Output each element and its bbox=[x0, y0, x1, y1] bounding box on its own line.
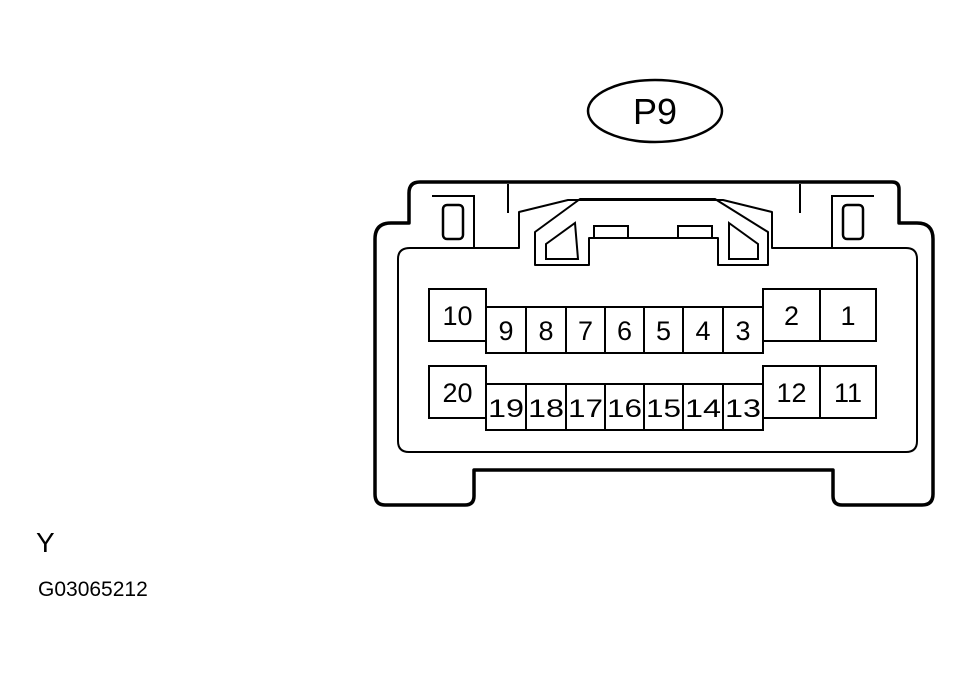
pin-number-label: 2 bbox=[784, 301, 799, 331]
pin-number-label: 3 bbox=[735, 316, 750, 346]
pin-cavity-box bbox=[428, 288, 487, 342]
pin-number-label: 20 bbox=[442, 378, 472, 408]
pin-number-label: 9 bbox=[498, 316, 513, 346]
pin-cavity: 20 bbox=[428, 365, 487, 419]
pin-number-label: 16 bbox=[607, 395, 642, 423]
pin-cavity-box bbox=[565, 306, 606, 354]
connector-color-code: Y bbox=[36, 527, 55, 558]
pin-cavity-box bbox=[762, 288, 821, 342]
pin-cavity: 10 bbox=[428, 288, 487, 342]
pin-number-label: 11 bbox=[834, 378, 862, 408]
pin-cavity: 4 bbox=[682, 306, 724, 354]
lock-window-left bbox=[441, 203, 465, 241]
connector-housing bbox=[373, 180, 935, 507]
pin-cavity: 11 bbox=[819, 365, 877, 419]
pin-cavity-box bbox=[428, 365, 487, 419]
pin-cavity: 7 bbox=[565, 306, 606, 354]
latch-slot-right bbox=[677, 225, 713, 239]
lock-recess-right bbox=[831, 195, 874, 248]
connector-label: P9 bbox=[633, 91, 677, 132]
pin-cavity-box bbox=[722, 383, 764, 431]
pin-number-label: 12 bbox=[776, 378, 806, 408]
pin-number-label: 4 bbox=[695, 316, 710, 346]
pin-number-label: 15 bbox=[646, 395, 681, 423]
lock-recess-left bbox=[432, 195, 475, 248]
pin-number-label: 13 bbox=[725, 395, 761, 423]
pin-cavity: 17 bbox=[565, 383, 606, 431]
pin-cavity: 13 bbox=[722, 383, 764, 431]
connector-label-callout: P9 bbox=[586, 78, 724, 144]
pin-number-label: 5 bbox=[656, 316, 671, 346]
pin-cavity: 16 bbox=[604, 383, 645, 431]
latch-slot-left bbox=[593, 225, 629, 239]
pin-cavity-box bbox=[762, 365, 821, 419]
pin-number-label: 6 bbox=[617, 316, 632, 346]
pin-cavity: 6 bbox=[604, 306, 645, 354]
pin-cavity-box bbox=[604, 383, 645, 431]
pin-cavity-box bbox=[525, 306, 567, 354]
pin-cavity-box bbox=[819, 288, 877, 342]
pin-number-label: 8 bbox=[538, 316, 553, 346]
pin-number-label: 7 bbox=[578, 316, 593, 346]
pin-cavity: 8 bbox=[525, 306, 567, 354]
pin-cavity-box bbox=[565, 383, 606, 431]
pin-cavity-box bbox=[682, 383, 724, 431]
pin-cavity: 15 bbox=[643, 383, 684, 431]
pin-number-label: 18 bbox=[528, 395, 564, 423]
pin-cavity-box bbox=[485, 383, 527, 431]
pin-number-label: 1 bbox=[840, 301, 855, 331]
pin-cavity: 19 bbox=[485, 383, 527, 431]
latch-inner-left bbox=[545, 221, 580, 260]
lock-window-right bbox=[841, 203, 865, 241]
pin-cavity: 3 bbox=[722, 306, 764, 354]
pin-number-label: 14 bbox=[685, 395, 721, 423]
housing-outline bbox=[373, 180, 935, 507]
pin-cavity-box bbox=[819, 365, 877, 419]
pin-number-label: 17 bbox=[568, 395, 603, 423]
pin-cavity: 5 bbox=[643, 306, 684, 354]
housing-inner-face bbox=[397, 199, 918, 453]
latch-inner-right bbox=[728, 221, 759, 260]
pin-cavity: 1 bbox=[819, 288, 877, 342]
pin-cavity: 12 bbox=[762, 365, 821, 419]
pin-cavity: 14 bbox=[682, 383, 724, 431]
connector-label-ellipse bbox=[586, 78, 724, 144]
pin-cavity-box bbox=[485, 306, 527, 354]
pin-cavity: 2 bbox=[762, 288, 821, 342]
latch-outline bbox=[534, 198, 769, 266]
pin-number-label: 19 bbox=[488, 395, 524, 423]
pin-cavity: 18 bbox=[525, 383, 567, 431]
pin-number-label: 10 bbox=[442, 301, 472, 331]
figure-reference-code: G03065212 bbox=[38, 578, 148, 601]
pin-cavity: 9 bbox=[485, 306, 527, 354]
